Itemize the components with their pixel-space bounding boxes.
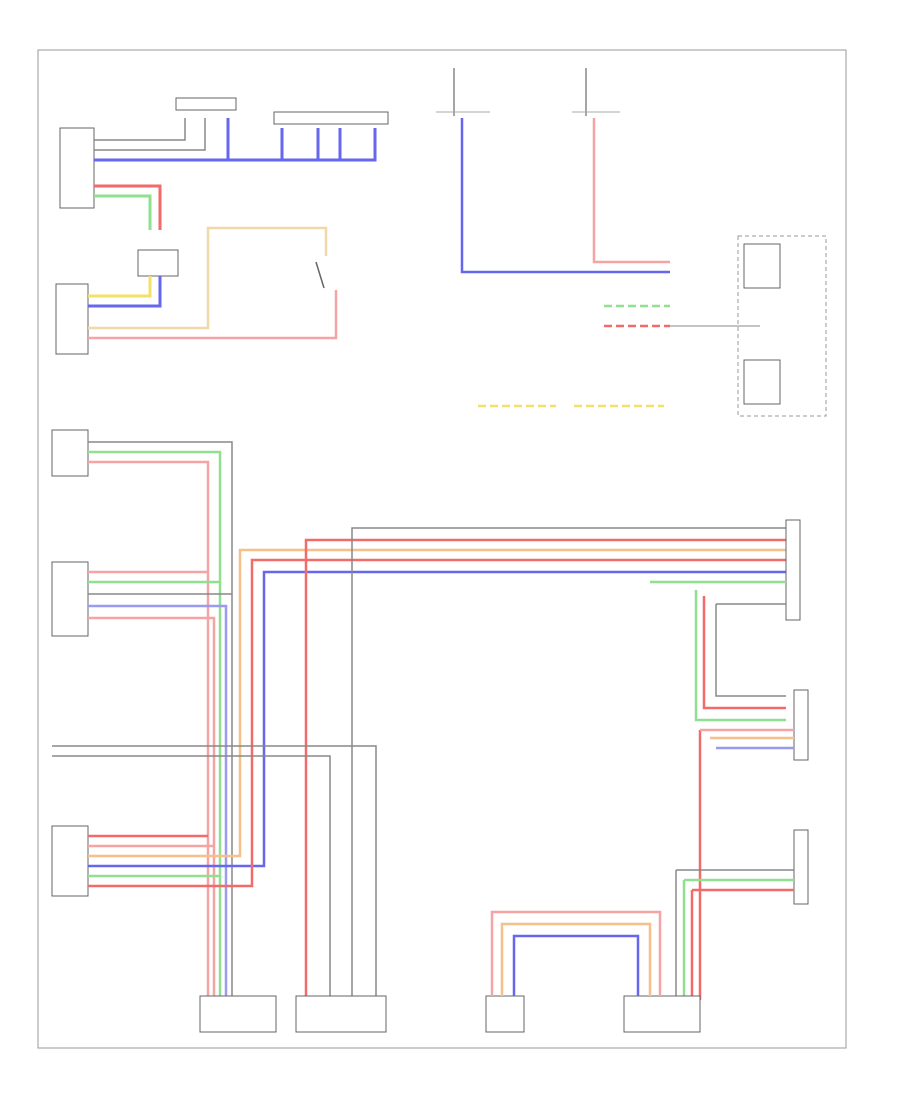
wire-pink-lr <box>490 910 662 996</box>
right-front-height-sensor <box>51 429 89 477</box>
hybrid-vehicle-control-connector <box>55 283 89 355</box>
wire-pink-rfss <box>88 616 216 1000</box>
wire-red-ecm <box>94 184 162 230</box>
right-rear-seatbelt-sensor <box>793 829 809 905</box>
wire-pink-hv <box>88 290 338 340</box>
wire-blue-top <box>94 128 377 162</box>
passenger-seat-occupant-sensor <box>295 995 387 1033</box>
wire-red2-lfhs <box>88 558 786 888</box>
wire-gray-main <box>351 527 786 1000</box>
wire-blue-hv <box>88 276 162 308</box>
wire-red-rrss <box>690 888 794 1000</box>
meter-block-top <box>743 243 781 289</box>
wire-gray-rfhs <box>88 441 233 1000</box>
wire-gray-left-2 <box>52 755 331 1000</box>
main-connector <box>785 519 801 621</box>
wire-blue-rfss <box>88 604 228 1000</box>
wire-green-rs-2 <box>694 590 786 722</box>
wire-gray-rs <box>715 603 786 697</box>
wire-gray-rrss <box>675 869 794 1000</box>
wire-gray-2 <box>94 118 206 151</box>
wire-tan-hv <box>88 226 328 330</box>
right-rear-height-sensor <box>793 689 809 761</box>
joint-connector <box>137 249 179 277</box>
wire-red-rs <box>702 596 786 710</box>
left-rear-seatbelt-sensor <box>623 995 701 1033</box>
diagram-frame <box>37 49 847 1049</box>
top-right-wiring <box>436 68 827 417</box>
wire-blue-long <box>460 118 670 274</box>
wire-red-main <box>304 538 786 1000</box>
left-front-seatbelt-sensor <box>199 995 277 1033</box>
right-side-wiring <box>650 519 809 1000</box>
wire-green-ecm <box>94 194 152 230</box>
wire-red-rfhs <box>88 460 210 1000</box>
left-front-height-sensor <box>51 825 89 897</box>
middle-left-wiring <box>51 429 786 1000</box>
wire-green-rrss <box>682 878 794 1000</box>
wire-blue-lr <box>512 934 640 996</box>
engine-control-module-connector <box>59 127 95 209</box>
wire-orange-lfhs <box>88 548 786 858</box>
wire-yellow-hv <box>88 276 152 298</box>
right-front-seatbelt-sensor <box>51 561 89 637</box>
top-connector-b <box>273 111 389 125</box>
wire-gray-left <box>52 745 377 1000</box>
switch-contact <box>315 261 325 289</box>
top-left-wiring <box>55 97 389 355</box>
bottom-connectors <box>199 910 701 1033</box>
wire-blue-lfhs <box>88 570 786 868</box>
meter-block-bottom <box>743 359 781 405</box>
top-connector-a <box>175 97 237 111</box>
wire-green-rfhs <box>88 450 222 1000</box>
wire-gray-1 <box>94 118 186 141</box>
combination-meter <box>737 235 827 417</box>
wire-orange-lr <box>500 922 652 996</box>
left-rear-height-sensor <box>485 995 525 1033</box>
wire-pink-long <box>592 118 670 264</box>
